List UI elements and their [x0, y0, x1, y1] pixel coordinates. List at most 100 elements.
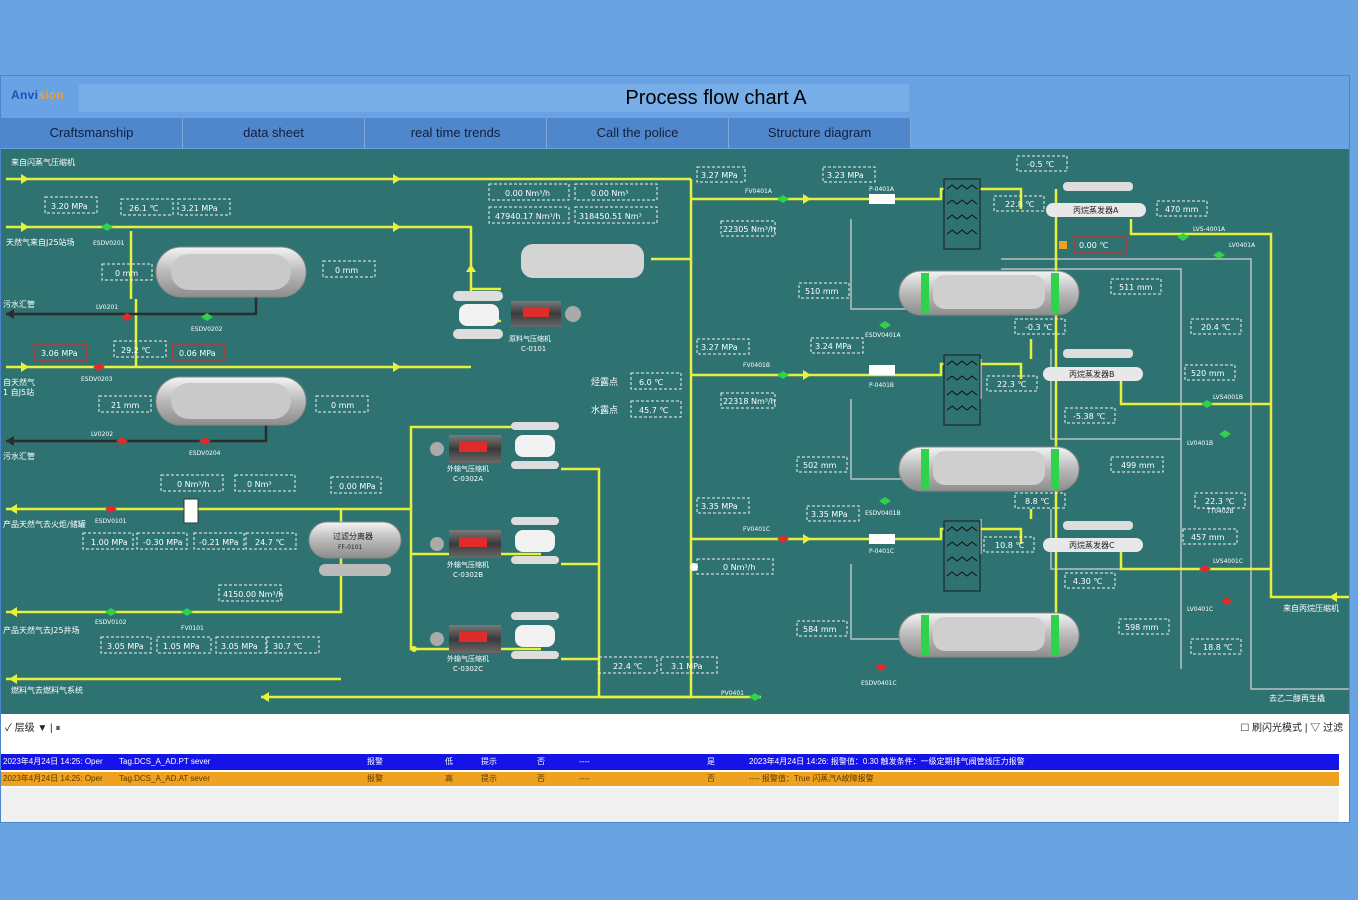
- readout-dew-water: 45.7 ℃: [639, 406, 668, 415]
- readout-b-p1: 3.27 MPa: [701, 343, 738, 352]
- readout-tot3: 47940.17 Nm³/h: [495, 212, 560, 221]
- nav-tab-real-time-trends[interactable]: real time trends: [365, 118, 547, 148]
- readout-c-t-r: 22.3 ℃: [1205, 497, 1234, 506]
- export-compressor-b: [430, 517, 559, 564]
- readout-a-t3: -0.3 ℃: [1025, 323, 1052, 332]
- cold-separator-a: [898, 270, 1080, 316]
- label-out-right: 去乙二醇再生橇: [1269, 693, 1325, 703]
- readout-c-t2: 4.30 ℃: [1073, 577, 1102, 586]
- pipes-left: [6, 177, 841, 699]
- readout-out-p: 3.1 MPa: [671, 662, 703, 671]
- label-boost-c: 外输气压缩机: [447, 654, 489, 663]
- readout-c-t3: 18.8 ℃: [1203, 643, 1232, 652]
- company-logo: Anvision: [11, 88, 65, 102]
- label-fv0401b: FV0401B: [743, 362, 770, 369]
- readout-a-t4: 20.4 ℃: [1201, 323, 1230, 332]
- label-esdv0203: ESDV0203: [81, 376, 113, 383]
- label-waste1: 污水汇管: [3, 299, 35, 309]
- readout-rowa3: -0.21 MPa: [199, 538, 239, 547]
- nav-tab-structure-diagram[interactable]: Structure diagram: [729, 118, 911, 148]
- readout-c-level-r: 457 mm: [1191, 533, 1225, 542]
- alarm-row[interactable]: 2023年4月24日 14:25: Oper Tag.DCS_A_AD.PT s…: [1, 754, 1339, 770]
- readout-rowb2: 1.05 MPa: [163, 642, 200, 651]
- label-filter-tag: FF-0101: [338, 544, 363, 551]
- readout-a-flow: 22305 Nm³/h: [723, 225, 776, 234]
- valves[interactable]: [93, 195, 1233, 701]
- alarm-toolbar-left[interactable]: ✓ 层级 ▼ | ⏸: [5, 723, 61, 734]
- alarm-frames: [34, 236, 1127, 361]
- title-band: [79, 84, 909, 112]
- readout-c-p1: 3.35 MPa: [701, 502, 738, 511]
- propane-evaporator-a: [1046, 182, 1146, 217]
- readout-a-p1: 3.27 MPa: [701, 171, 738, 180]
- readout-p-in2: 3.21 MPa: [181, 204, 218, 213]
- readout-a-t-top: -0.5 ℃: [1027, 160, 1054, 169]
- label-pv0401: PV0401: [721, 690, 744, 697]
- readout-rowb3: 3.05 MPa: [221, 642, 258, 651]
- label-boost-b: 外输气压缩机: [447, 560, 489, 569]
- alarm-row[interactable]: 2023年4月24日 14:25: Oper Tag.DCS_A_AD.AT s…: [1, 772, 1339, 786]
- label-tt0402b: TT0402B: [1206, 508, 1234, 515]
- readout-p-sep2: 3.06 MPa: [41, 349, 78, 358]
- buffer-tank: [521, 244, 644, 278]
- readout-frames: [34, 155, 1246, 674]
- readout-rowa1: 1.00 MPa: [91, 538, 128, 547]
- label-fv0401c: FV0401C: [743, 526, 770, 533]
- drain-pipes: [6, 297, 268, 443]
- label-hx-b: 丙烷蒸发器B: [1069, 369, 1115, 379]
- readout-b-t2: -5.38 ℃: [1073, 412, 1105, 421]
- label-gas-left2: 1 自J5站: [3, 387, 34, 397]
- readout-c-level-v: 598 mm: [1125, 623, 1159, 632]
- readout-rowa4: 24.7 ℃: [255, 538, 284, 547]
- readout-a-level-l: 510 mm: [805, 287, 839, 296]
- separator-vessel-2: [155, 376, 307, 426]
- nav-tab-data-sheet[interactable]: data sheet: [183, 118, 365, 148]
- label-esdv0201: ESDV0201: [93, 240, 125, 247]
- label-lv0401b: LV0401B: [1187, 440, 1213, 447]
- readout-b-p2: 3.24 MPa: [815, 342, 852, 351]
- pipe-end: [411, 646, 417, 652]
- label-filter: 过滤分离器: [333, 531, 373, 541]
- nav-tab-call-the-police[interactable]: Call the police: [547, 118, 729, 148]
- readout-flow1: 0 Nm³/h: [177, 480, 209, 489]
- readout-t-sep2: 29.2 ℃: [121, 346, 150, 355]
- readout-b-t3: 8.8 ℃: [1025, 497, 1049, 506]
- label-p0401b: P-0401B: [869, 382, 894, 389]
- label-p0401a: P-0401A: [869, 186, 895, 193]
- label-fv0101: FV0101: [181, 625, 204, 632]
- readout-tot2: 0.00 Nm³: [591, 189, 628, 198]
- heat-exchanger-a: [943, 178, 981, 250]
- label-lvs4001b: LVS4001B: [1213, 394, 1243, 401]
- readout-p-in: 3.20 MPa: [51, 202, 88, 211]
- readout-level1-right: 0 mm: [335, 266, 358, 275]
- label-esdv0202: ESDV0202: [191, 326, 223, 333]
- main-nav: Craftsmanship data sheet real time trend…: [1, 118, 911, 148]
- readout-values: 3.20 MPa 26.1 ℃ 3.21 MPa 0 mm 0 mm 3.06 …: [41, 160, 1234, 671]
- readout-c-level-l: 584 mm: [803, 625, 837, 634]
- label-lv0401c: LV0401C: [1187, 606, 1213, 613]
- label-boost-a: 外输气压缩机: [447, 464, 489, 473]
- alarm-list-empty-area: [1, 788, 1339, 822]
- readout-c-t1: 10.8 ℃: [995, 541, 1024, 550]
- label-lvs4001a: LVS-4001A: [1193, 226, 1226, 233]
- export-compressor-a: [430, 422, 559, 469]
- heat-exchanger-b: [943, 354, 981, 426]
- readout-c-p2: 3.35 MPa: [811, 510, 848, 519]
- label-boost-b-tag: C-0302B: [453, 571, 483, 579]
- flow-arrows: [9, 174, 1337, 702]
- readout-p-sep2b: 0.06 MPa: [179, 349, 216, 358]
- label-esdv0101: ESDV0101: [95, 518, 127, 525]
- readout-c-flow: 0 Nm³/h: [723, 563, 755, 572]
- alarm-toolbar-right[interactable]: ☐ 刷闪光模式 | ▽ 过滤: [1240, 723, 1343, 734]
- pipes-right: [841, 187, 1349, 639]
- nav-tab-craftsmanship[interactable]: Craftsmanship: [1, 118, 183, 148]
- readout-rowb1: 3.05 MPa: [107, 642, 144, 651]
- diagram-labels: 来自闪蒸气压缩机 天然气来自J25站场 ESDV0201 LV0201 ESDV…: [3, 157, 1339, 703]
- readout-a-t2: 0.00 ℃: [1079, 241, 1108, 250]
- label-gas-left: 自天然气: [3, 377, 35, 387]
- label-dew-water: 水露点: [591, 404, 618, 416]
- hmi-window: Anvision Process flow chart A Craftsmans…: [0, 75, 1350, 823]
- page-title: Process flow chart A: [625, 87, 807, 109]
- label-lv0202: LV0202: [91, 431, 113, 438]
- label-in-gas2: 天然气来自J25站场: [6, 237, 75, 247]
